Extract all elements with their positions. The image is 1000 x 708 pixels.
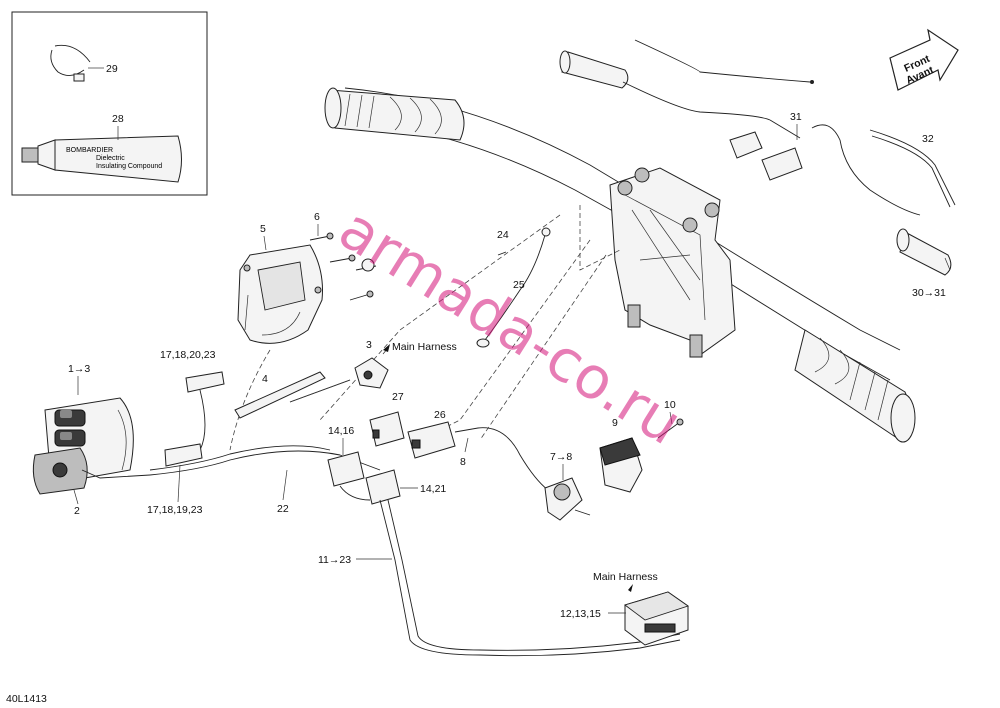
callout-30: 30→31 <box>912 287 946 299</box>
cable-tie-29 <box>50 44 91 82</box>
handlebar-riser <box>609 167 736 358</box>
callout-31: 31 <box>790 111 802 123</box>
callout-5: 5 <box>260 223 266 235</box>
callout-2: 2 <box>74 505 80 517</box>
switch-9 <box>599 437 643 493</box>
callout-28: 28 <box>112 113 124 125</box>
heater-sleeve-30 <box>896 228 952 276</box>
callout-12: 12,13,15 <box>560 608 601 620</box>
callout-7: 7→8 <box>550 451 572 463</box>
accessory-inset: 29 BOMBARDIER Dielectric Insulating Comp… <box>11 11 208 196</box>
callout-11: 11→23 <box>318 554 351 566</box>
callout-9: 9 <box>612 417 618 429</box>
callout-3: 3 <box>366 339 372 351</box>
drawing-code: 40L1413 <box>6 693 47 705</box>
callout-32: 32 <box>922 133 934 145</box>
callout-4: 4 <box>262 373 268 385</box>
connector-31-a <box>729 131 763 159</box>
connector-17-bottom <box>164 443 203 467</box>
grease-tube-28: BOMBARDIER Dielectric Insulating Compoun… <box>21 135 182 183</box>
callout-8: 8 <box>460 456 466 468</box>
connector-27 <box>369 411 405 447</box>
main-harness-top: Main Harness <box>392 341 457 353</box>
connector-14-a <box>327 451 365 487</box>
connector-12 <box>624 591 689 646</box>
handlebar <box>324 50 916 443</box>
tube-text-1: Dielectric <box>96 155 125 162</box>
screws-6 <box>309 232 377 301</box>
callout-25: 25 <box>513 279 525 291</box>
connector-14-b <box>339 469 401 505</box>
ground-wire-25 <box>476 227 551 348</box>
callout-22: 22 <box>277 503 289 515</box>
callout-17-top: 17,18,20,23 <box>160 349 216 361</box>
switch-housing-5 <box>237 244 323 344</box>
callout-24: 24 <box>497 229 509 241</box>
switch-2 <box>32 447 151 495</box>
cable-32 <box>869 129 956 208</box>
harness-11 <box>379 499 681 657</box>
connector-26 <box>407 421 549 491</box>
callout-29: 29 <box>106 63 118 75</box>
callout-14-a: 14,16 <box>328 425 354 437</box>
callout-10: 10 <box>664 399 676 411</box>
callout-27: 27 <box>392 391 404 403</box>
callout-6: 6 <box>314 211 320 223</box>
callout-1: 1→3 <box>68 363 90 375</box>
connector-31-b <box>761 147 803 181</box>
callout-14-b: 14,21 <box>420 483 446 495</box>
front-arrow: Front Avant <box>889 28 959 91</box>
tube-4 <box>234 371 351 419</box>
tube-brand: BOMBARDIER <box>66 147 113 154</box>
switch-7 <box>544 477 591 521</box>
connector-17-top <box>185 371 225 393</box>
callout-26: 26 <box>434 409 446 421</box>
tube-text-2: Insulating Compound <box>96 163 162 170</box>
callout-17-bottom: 17,18,19,23 <box>147 504 203 516</box>
main-harness-bottom: Main Harness <box>593 571 658 583</box>
connector-3 <box>354 357 389 389</box>
throttle-harness <box>622 39 921 216</box>
pin-10 <box>657 418 684 439</box>
